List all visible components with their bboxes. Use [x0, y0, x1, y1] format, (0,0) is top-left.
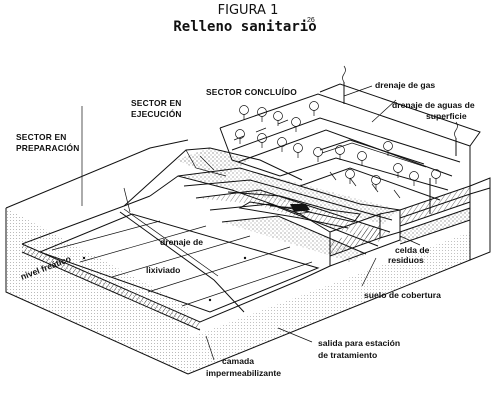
sector-concluded-label: SECTOR CONCLUÍDO	[206, 86, 297, 97]
gas-vent-icon	[342, 65, 346, 104]
tree-icon	[371, 175, 381, 190]
excavation-cell	[21, 195, 320, 331]
leader-lines	[81, 85, 421, 361]
leachate-drainage-label-line1: drenaje de	[160, 237, 203, 247]
gas-vent-icon	[454, 121, 458, 156]
sector-execution-label-line1: SECTOR EN	[131, 98, 182, 108]
tree-icon	[335, 145, 345, 160]
surface-water-drainage-label-line2: superficie	[426, 111, 467, 121]
tree-icon	[383, 141, 393, 156]
tree-icon	[345, 169, 355, 184]
leachate-drainage-label-line2: lixiviado	[146, 265, 180, 275]
waste-cell-label-line2: residuos	[388, 255, 424, 265]
sector-preparation-label-line2: PREPARACIÓN	[16, 142, 79, 153]
sector-execution-label-line2: EJECUCIÓN	[131, 108, 182, 119]
tree-icon	[291, 117, 301, 132]
footnote-marker: 26	[307, 17, 315, 24]
cover-soil-label: suelo de cobertura	[364, 290, 441, 300]
tree-icon	[431, 169, 441, 184]
impermeable-layer-label-line1: camada	[222, 356, 254, 366]
impermeable-layer-label-line2: impermeabilizante	[206, 368, 281, 378]
tree-icon	[257, 133, 267, 148]
treatment-outlet-label-line2: de tratamiento	[318, 350, 377, 360]
ground-block	[5, 139, 491, 375]
trees	[235, 101, 441, 190]
tree-icon	[239, 105, 249, 120]
tree-icon	[357, 151, 367, 166]
tree-icon	[309, 101, 319, 116]
treatment-outlet-label-line1: salida para estación	[318, 338, 400, 348]
figure-title: Relleno sanitario	[173, 19, 316, 35]
tree-icon	[235, 129, 245, 144]
tree-icon	[257, 107, 267, 122]
tree-icon	[277, 137, 287, 152]
tree-icon	[393, 163, 403, 178]
tree-icon	[293, 143, 303, 158]
gas-drainage-label: drenaje de gas	[375, 80, 435, 90]
tree-icon	[313, 147, 323, 162]
surface-water-drainage-label-line1: drenaje de aguas de	[392, 100, 475, 110]
gas-vents	[342, 65, 458, 214]
sector-preparation-label-line1: SECTOR EN	[16, 132, 67, 142]
tree-icon	[409, 171, 419, 186]
tree-icon	[273, 111, 283, 126]
waste-cell-label-line1: celda de	[395, 245, 430, 255]
figure-number: FIGURA 1	[218, 3, 279, 18]
